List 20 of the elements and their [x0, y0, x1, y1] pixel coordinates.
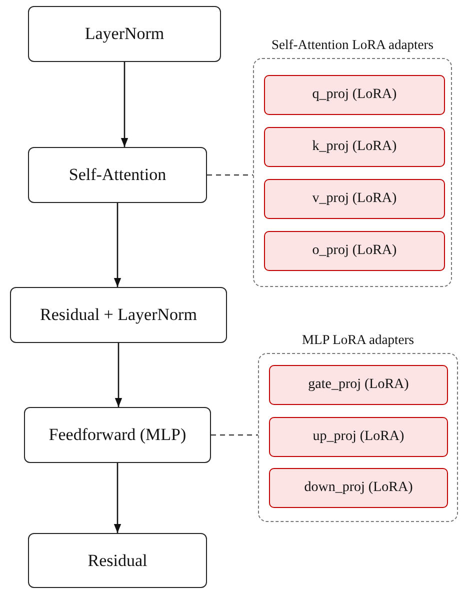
adapter-box: v_proj (LoRA) [264, 179, 445, 219]
arrow [120, 62, 128, 147]
adapter-box: o_proj (LoRA) [264, 231, 445, 271]
dashed-connector [211, 434, 258, 436]
adapter-box: q_proj (LoRA) [264, 75, 445, 115]
arrow [114, 463, 122, 533]
adapter-box: up_proj (LoRA) [269, 417, 448, 457]
group-heading: MLP LoRA adapters [301, 332, 415, 348]
arrow [114, 343, 122, 407]
adapter-box: down_proj (LoRA) [269, 468, 448, 508]
layer-box: Residual [28, 533, 207, 588]
layer-box: Self-Attention [28, 147, 207, 203]
layer-box: LayerNorm [28, 6, 221, 62]
arrow [114, 203, 122, 287]
group-heading: Self-Attention LoRA adapters [270, 37, 434, 53]
adapter-box: k_proj (LoRA) [264, 127, 445, 167]
layer-box: Residual + LayerNorm [10, 287, 227, 343]
adapter-box: gate_proj (LoRA) [269, 365, 448, 405]
dashed-connector [207, 174, 253, 176]
layer-box: Feedforward (MLP) [24, 407, 211, 463]
